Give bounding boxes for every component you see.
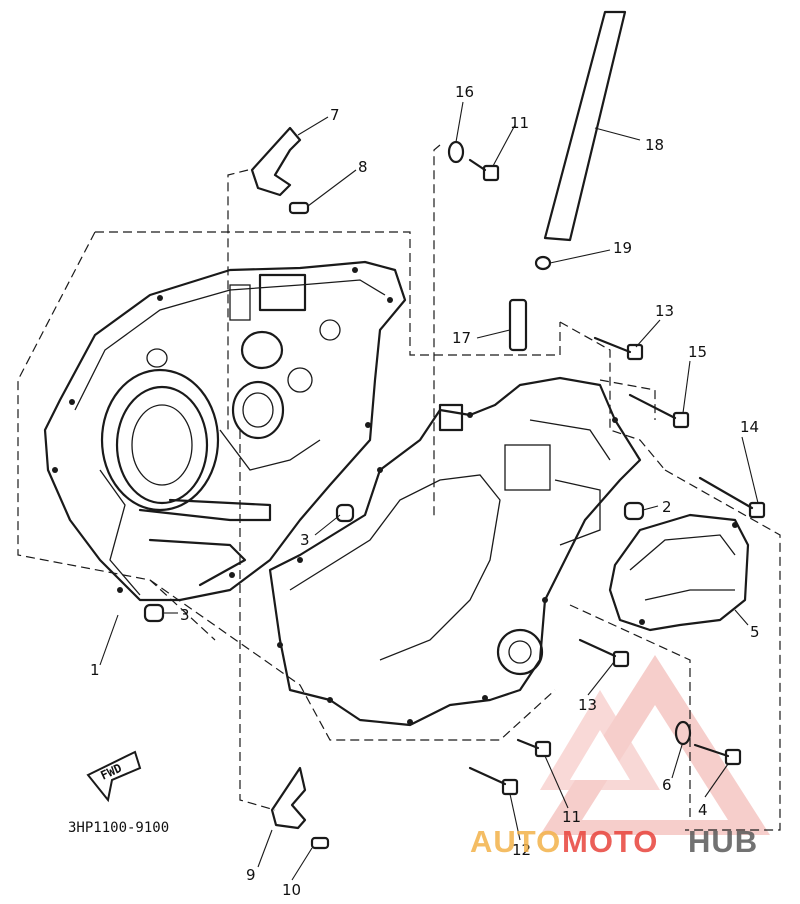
watermark-hub: HUB <box>688 824 758 859</box>
callout-15: 15 <box>688 343 707 361</box>
right-crankcase <box>268 376 642 727</box>
callout-8: 8 <box>358 158 368 176</box>
callout-labels: 1 2 3 3 4 5 6 7 8 9 10 11 11 12 13 13 14… <box>90 83 760 899</box>
watermark-logo <box>540 655 770 835</box>
callout-17: 17 <box>452 329 471 347</box>
callout-3a: 3 <box>300 531 310 549</box>
callout-9: 9 <box>246 866 256 884</box>
callout-18: 18 <box>645 136 664 154</box>
callout-7: 7 <box>330 106 340 124</box>
callout-11b: 11 <box>562 808 581 826</box>
diagram-code: 3HP1100-9100 <box>68 820 169 836</box>
forward-arrow-icon: FWD <box>86 750 142 803</box>
left-crankcase <box>43 260 407 602</box>
callout-6: 6 <box>662 776 672 794</box>
callout-10: 10 <box>282 881 301 899</box>
watermark-text: AUTO MOTO HUB <box>470 824 758 859</box>
callout-13a: 13 <box>655 302 674 320</box>
callout-19: 19 <box>613 239 632 257</box>
leader-lines <box>99 101 759 881</box>
callout-14: 14 <box>740 418 759 436</box>
callout-12: 12 <box>512 841 531 859</box>
callout-1: 1 <box>90 661 100 679</box>
callout-16: 16 <box>455 83 474 101</box>
callout-2: 2 <box>662 498 672 516</box>
callout-4: 4 <box>698 801 708 819</box>
watermark-auto: AUTO <box>470 824 561 859</box>
callout-3b: 3 <box>180 606 190 624</box>
callout-11a: 11 <box>510 114 529 132</box>
crankcase-cover <box>608 513 750 632</box>
callout-5: 5 <box>750 623 760 641</box>
callout-13b: 13 <box>578 696 597 714</box>
watermark-moto: MOTO <box>562 824 658 859</box>
